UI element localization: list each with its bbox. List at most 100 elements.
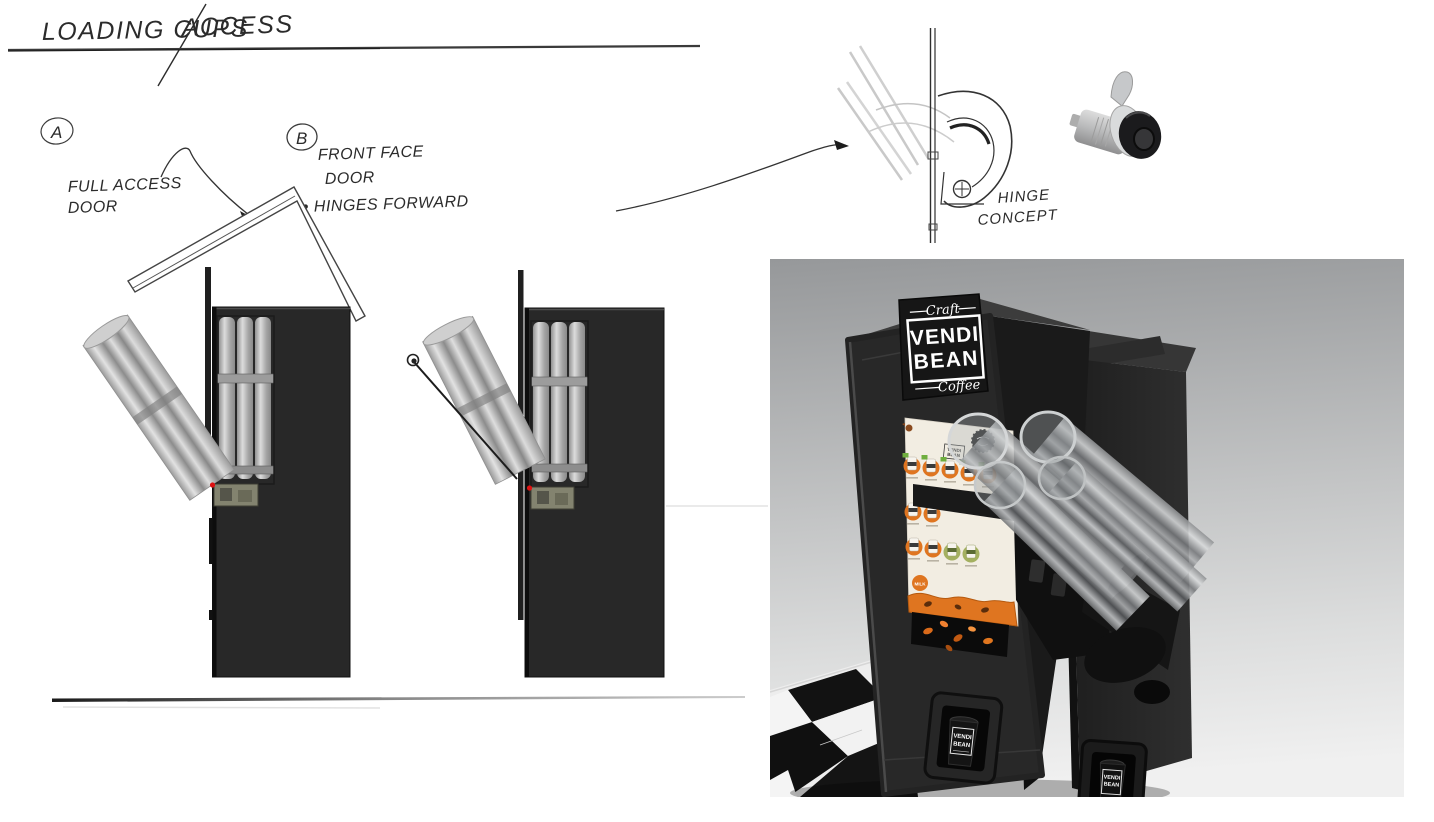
thread-line: [1099, 118, 1109, 147]
pivot-housing: [1084, 627, 1166, 683]
loading-tubes: [947, 410, 1215, 631]
option-b-annotation: B FRONT FACE DOOR • HINGES FORWARD: [286, 123, 849, 216]
tube-clamp-band: [530, 463, 589, 473]
option-b-note-line1: FRONT FACE: [318, 143, 425, 164]
bean-icon: [983, 637, 993, 645]
product-item: [924, 539, 942, 562]
ghost-tube-line: [848, 51, 920, 166]
sign-script-bottom: Coffee: [938, 378, 982, 396]
door-frame-bar: [205, 267, 211, 480]
cup-tube-rack-tilted: [82, 314, 235, 501]
sign-content: Craft VENDI BEAN Coffee: [906, 302, 985, 396]
option-a-note-line1: FULL ACCESS: [68, 175, 183, 196]
product-item-green: [962, 544, 980, 567]
dispense-mechanism-b: [526, 485, 575, 510]
cup-label-script: [952, 750, 969, 753]
sign-script-top: Craft: [925, 302, 961, 319]
door-thickness-line: [132, 195, 296, 289]
cup-label-line1: VENDI: [953, 733, 972, 741]
bean-display-slot: [911, 612, 1009, 657]
milk-label: MILK: [915, 582, 927, 587]
bean-icon: [923, 627, 933, 635]
floor-tile-white: [770, 690, 812, 736]
tube-body: [983, 467, 1150, 631]
bean-icon: [945, 644, 953, 652]
tube-rim: [1019, 410, 1077, 464]
mechanism-detail: [537, 491, 549, 504]
bean-icon: [924, 601, 932, 607]
option-b-leader-arrowhead-icon: [834, 140, 849, 150]
ground-stroke-faint: [62, 706, 381, 709]
cup-label-line2: BEAN: [1103, 782, 1119, 789]
lock-highlight: [1125, 111, 1151, 119]
red-marker-dot: [209, 482, 216, 488]
brand-sign: Craft VENDI BEAN Coffee: [898, 293, 989, 401]
sign-brand-line1: VENDI: [909, 323, 980, 351]
right-unit-top-groove: [1078, 336, 1165, 368]
milk-button: MILK: [912, 575, 928, 591]
title-underline: [7, 44, 701, 52]
panel-clip-mark: [927, 151, 939, 160]
tube-2: [1031, 417, 1215, 583]
bean-icon: [968, 626, 976, 632]
vendibean-cup: VENDI BEAN: [948, 716, 979, 767]
tube-rim: [973, 460, 1027, 510]
product-item: [902, 453, 921, 479]
thread-line: [1090, 117, 1100, 143]
open-door-outline: [127, 186, 366, 322]
tube-body: [1031, 417, 1215, 583]
mini-logo-line1: VENDI: [947, 447, 961, 453]
arm-bar: [913, 484, 1108, 574]
option-b-badge: B: [296, 129, 307, 148]
cam-lever: [1110, 71, 1133, 107]
vendibean-cup: VENDI BEAN: [1099, 759, 1126, 797]
handle-mark: [209, 518, 213, 564]
ground-stroke: [52, 696, 745, 702]
hinge-caption-line1: HINGE: [997, 186, 1051, 207]
option-a-badge: A: [50, 123, 62, 142]
product-item-green: [943, 542, 961, 565]
option-b-note-line3: • HINGES FORWARD: [303, 193, 469, 216]
milk-disc: [912, 575, 928, 591]
hinge-caption-line2: CONCEPT: [977, 206, 1059, 229]
bean-icon: [981, 607, 989, 613]
page-title: LOADING CUPS ACCESS: [7, 3, 701, 87]
floor-grout-line: [819, 729, 863, 746]
machine-b-sketch: [406, 270, 768, 678]
option-a-annotation: A FULL ACCESS DOOR: [40, 117, 251, 219]
sign-flourish: [915, 386, 940, 390]
product-row-3: [905, 537, 980, 567]
cup-label-frame: [949, 726, 975, 756]
option-a-badge-circle: [40, 117, 74, 145]
product-item: [940, 457, 959, 483]
panel-clip-mark: [928, 223, 938, 231]
thread-line: [1095, 117, 1105, 145]
option-a-note-line2: DOOR: [68, 198, 119, 217]
hinge-bolt-icon: [952, 179, 972, 199]
door-handle-knob-dot: [411, 358, 417, 364]
vendibean-render: Craft VENDI BEAN Coffee VENDI BEAN: [770, 259, 1404, 797]
option-a-leader-line: [160, 147, 250, 216]
floor-tile-black: [788, 669, 884, 722]
bean-icon: [954, 604, 962, 610]
mechanism-detail: [555, 493, 568, 505]
cam-lock-photo: [1069, 71, 1162, 159]
tube-3: [983, 467, 1150, 631]
wave-shape: [907, 592, 1018, 627]
machine-a-sketch: [82, 186, 366, 678]
cup-tube-rack-vertical: [530, 320, 589, 488]
hinge-concept-sketch: HINGE CONCEPT: [836, 28, 1059, 243]
ghost-swing-arc: [875, 102, 951, 119]
cup-tube-rack-vertical: [216, 315, 275, 485]
cup-tube: [569, 322, 585, 482]
tube-body: [1047, 461, 1207, 612]
product-item: [921, 455, 940, 481]
mechanism-detail: [220, 488, 232, 501]
pot-body: [905, 424, 913, 432]
ground-line: [52, 696, 745, 709]
sign-flourish: [958, 307, 976, 310]
tube-4: [1047, 461, 1207, 612]
inner-cup-silhouette: [1028, 559, 1046, 583]
bean-icon: [953, 634, 963, 642]
